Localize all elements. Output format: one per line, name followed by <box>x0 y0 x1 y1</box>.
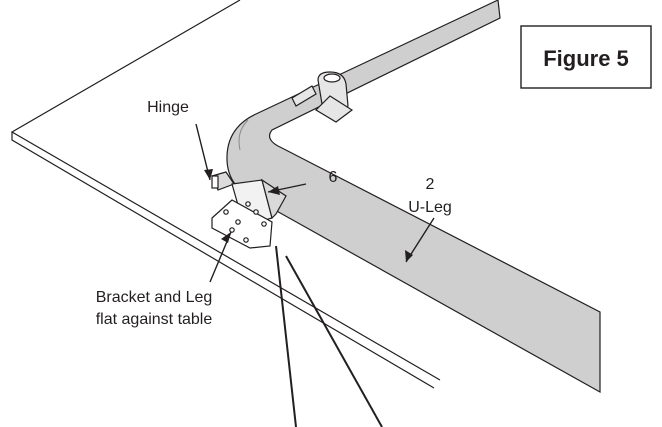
figure-title-box: Figure 5 <box>521 26 651 88</box>
part-number-six: 6 <box>329 169 338 186</box>
part-number-two: 2 <box>426 176 435 193</box>
u-leg-label: U-Leg <box>408 199 452 216</box>
figure-title: Figure 5 <box>543 46 629 71</box>
bracket-label-line-2: flat against table <box>96 311 213 328</box>
bracket-label-line-1: Bracket and Leg <box>96 289 213 306</box>
hinge-label: Hinge <box>147 99 189 116</box>
